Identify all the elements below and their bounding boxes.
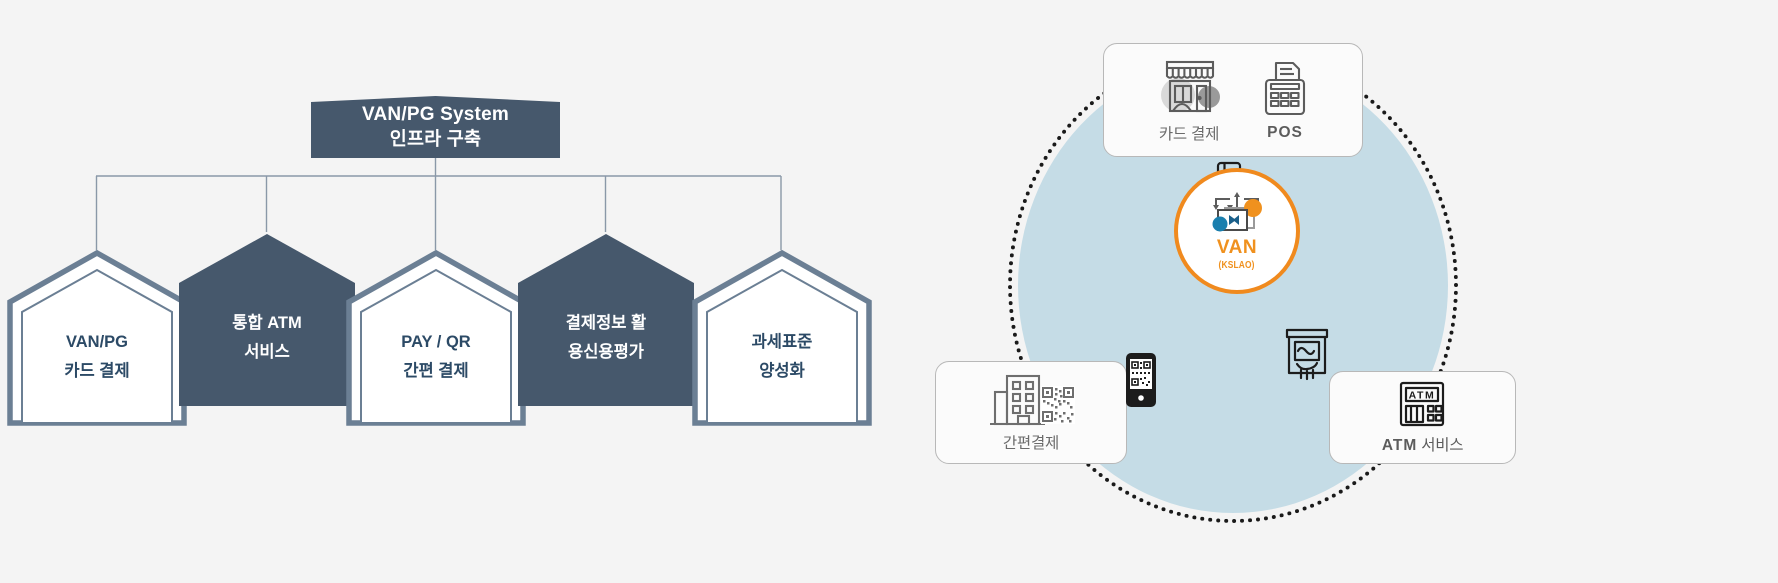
- right-ecosystem-diagram: 카드 결제: [900, 0, 1778, 583]
- hand-atm-cash-icon-wrap: [1281, 326, 1333, 387]
- svg-text:ATM: ATM: [1409, 390, 1436, 402]
- storefront-icon: [1161, 60, 1220, 112]
- hex-inner-border: [360, 268, 512, 424]
- hex-line-2: 용신용평가: [568, 343, 644, 361]
- header-line-1: VAN/PG System: [362, 104, 509, 126]
- hex-line-1: 과세표준: [751, 333, 813, 352]
- hex-label: 결제정보 활 용신용평가: [516, 232, 696, 408]
- hex-node-integrated-atm[interactable]: 통합 ATM 서비스: [177, 232, 357, 408]
- card-atm-service[interactable]: ATM ATM 서비스: [1329, 371, 1516, 464]
- hex-line-1: VAN/PG: [65, 333, 129, 352]
- card-item-simple-payment[interactable]: 간편결제: [985, 372, 1077, 453]
- header-line-2: 인프라 구축: [389, 128, 482, 150]
- hex-node-van-pg[interactable]: VAN/PG 카드 결제: [7, 250, 187, 426]
- hex-inner-border: [21, 268, 173, 424]
- hex-node-tax-base[interactable]: 과세표준 양성화: [692, 250, 872, 426]
- card-item-label: 카드 결제: [1158, 125, 1220, 143]
- van-title: VAN: [1216, 237, 1258, 258]
- hand-atm-cash-icon: [1285, 328, 1329, 381]
- hex-inner-border: [706, 268, 858, 424]
- left-hierarchy-diagram: VAN/PG System 인프라 구축 VAN/PG 카드 결제 통합 ATM: [7, 96, 872, 426]
- card-item-atm-service[interactable]: ATM ATM 서비스: [1382, 380, 1463, 455]
- hex-node-credit-evaluation[interactable]: 결제정보 활 용신용평가: [516, 232, 696, 408]
- atm-machine-icon: ATM: [1400, 381, 1445, 427]
- phone-qr-icon: [1126, 353, 1156, 407]
- card-top-payment-pos[interactable]: 카드 결제: [1103, 43, 1363, 157]
- data-exchange-icon: [1212, 192, 1262, 232]
- card-item-label: POS: [1267, 123, 1303, 141]
- atm-label-bold: ATM: [1381, 437, 1418, 454]
- hex-line-2: 카드 결제: [64, 362, 130, 380]
- van-center-node[interactable]: VAN (KSLAO): [1174, 168, 1300, 294]
- hex-line-1: 통합 ATM: [232, 314, 302, 333]
- hex-line-2: 서비스: [244, 343, 290, 361]
- hex-line-1: PAY / QR: [401, 333, 471, 352]
- phone-qr-icon-wrap: [1123, 351, 1159, 414]
- atm-label-kr: 서비스: [1417, 437, 1464, 454]
- hex-label: VAN/PG 카드 결제: [7, 250, 187, 426]
- hex-label: 과세표준 양성화: [692, 250, 872, 426]
- van-subtitle: (KSLAO): [1218, 259, 1256, 271]
- hex-label: PAY / QR 간편 결제: [346, 250, 526, 426]
- card-item-pos[interactable]: POS: [1256, 59, 1314, 142]
- building-qr-icon: [990, 374, 1075, 426]
- hex-line-2: 양성화: [759, 362, 805, 380]
- connector-lines: [95, 158, 782, 250]
- card-item-label: ATM 서비스: [1381, 433, 1464, 455]
- hex-line-1: 결제정보 활: [565, 314, 647, 333]
- hex-fill: [518, 234, 694, 406]
- hex-fill: [179, 234, 355, 406]
- card-simple-payment[interactable]: 간편결제: [935, 361, 1127, 464]
- card-item-label: 간편결제: [1002, 435, 1060, 452]
- pos-terminal-icon: [1264, 61, 1306, 115]
- card-item-card-payment[interactable]: 카드 결제: [1152, 57, 1226, 144]
- hex-node-pay-qr[interactable]: PAY / QR 간편 결제: [346, 250, 526, 426]
- hex-line-2: 간편 결제: [403, 362, 469, 380]
- hex-label: 통합 ATM 서비스: [177, 232, 357, 408]
- header-box: VAN/PG System 인프라 구축: [311, 96, 560, 158]
